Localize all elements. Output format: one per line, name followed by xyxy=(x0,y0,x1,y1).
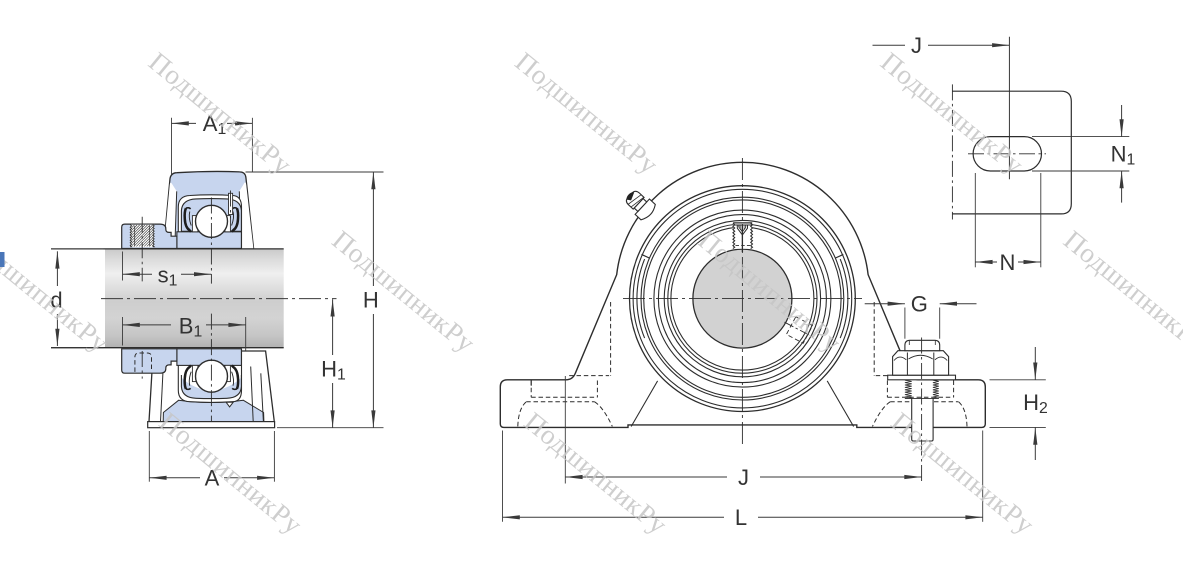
svg-text:H: H xyxy=(363,288,379,313)
svg-text:A: A xyxy=(205,466,220,491)
svg-text:N1: N1 xyxy=(1111,142,1136,169)
svg-text:d: d xyxy=(50,288,62,313)
svg-text:L: L xyxy=(735,505,747,530)
svg-text:J: J xyxy=(738,465,749,490)
svg-text:N: N xyxy=(1000,250,1016,275)
svg-text:J: J xyxy=(911,33,922,58)
svg-text:G: G xyxy=(911,292,928,317)
